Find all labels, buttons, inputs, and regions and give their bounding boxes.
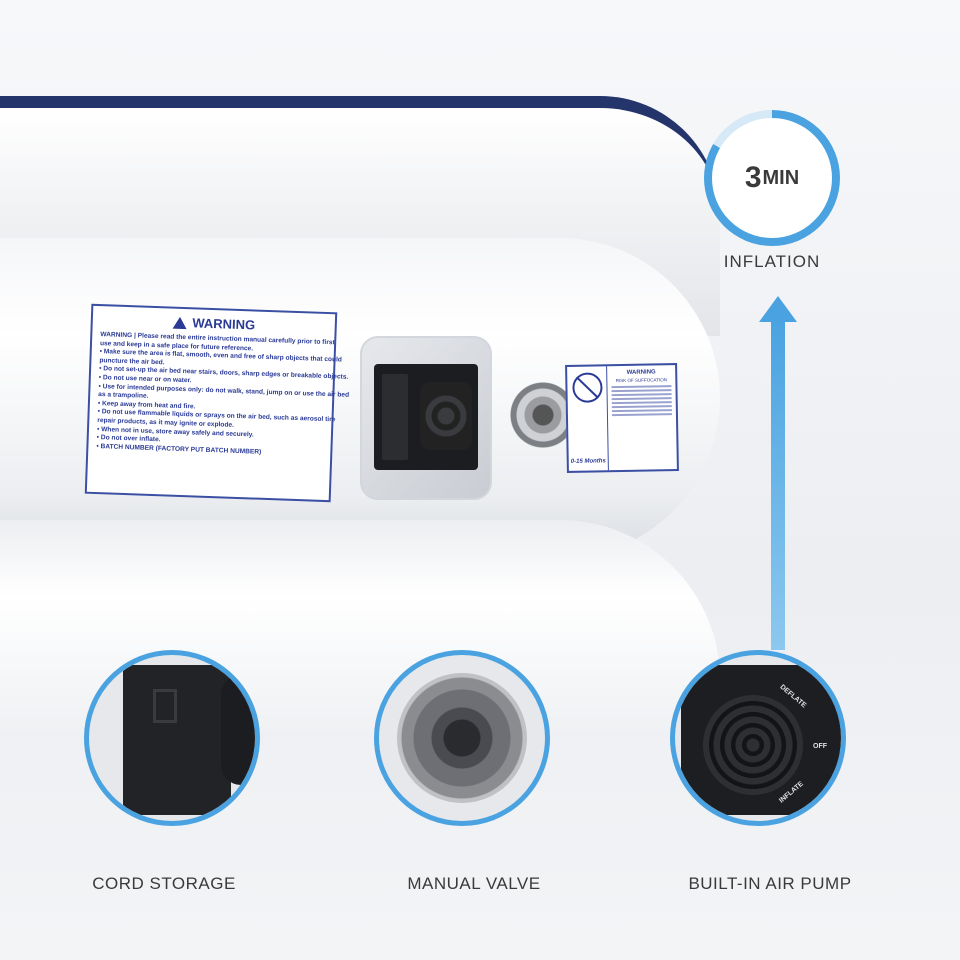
suffocation-age: 0-15 Months <box>570 458 606 465</box>
fine-print-line <box>611 401 672 405</box>
pump-edge <box>221 675 255 785</box>
warning-label: WARNING WARNING | Please read the entire… <box>84 303 349 503</box>
cord-storage-caption: CORD STORAGE <box>92 874 236 893</box>
arrow-shaft <box>771 320 785 650</box>
inflation-label: INFLATION <box>723 252 821 271</box>
suffocation-label-right: WARNING RISK OF SUFFOCATION <box>607 365 677 470</box>
cord-storage-detail <box>84 650 260 826</box>
warning-triangle-icon <box>172 316 187 329</box>
inflation-time-unit: MIN <box>762 166 800 189</box>
manual-valve-detail <box>374 650 550 826</box>
pump-fan-icon <box>420 382 472 450</box>
air-pump-panel: DEFLATE OFF INFLATE <box>681 665 841 815</box>
suffocation-title: WARNING <box>626 369 656 376</box>
inflation-time-ring: 3 MIN <box>704 110 840 246</box>
fine-print-line <box>611 393 672 397</box>
dial-off-label: OFF <box>813 743 827 750</box>
manual-valve-caption: MANUAL VALVE <box>407 874 541 893</box>
warning-title-text: WARNING <box>192 315 256 333</box>
cord-compartment-icon <box>382 374 408 460</box>
fine-print-line <box>611 389 672 393</box>
valve-icon <box>510 380 576 450</box>
fine-print-line <box>611 397 672 401</box>
suffocation-label-left: 0-15 Months <box>567 366 609 471</box>
no-infant-icon <box>571 372 603 403</box>
fine-print-line <box>611 413 672 417</box>
inflation-time-number: 3 <box>744 161 762 194</box>
air-pump-caption: BUILT-IN AIR PUMP <box>688 874 852 893</box>
pump-panel <box>374 364 478 470</box>
cord-latch-icon <box>153 689 177 723</box>
cord-storage-compartment <box>123 665 231 815</box>
arrow-up-icon <box>759 296 797 322</box>
suffocation-label: 0-15 Months WARNING RISK OF SUFFOCATION <box>565 363 679 473</box>
inflation-time-value: 3 MIN <box>712 118 832 238</box>
suffocation-subtitle: RISK OF SUFFOCATION <box>615 377 667 384</box>
manual-valve-icon <box>397 673 527 803</box>
air-pump-detail: DEFLATE OFF INFLATE <box>670 650 846 826</box>
fine-print-line <box>611 409 672 413</box>
air-pump-fan-icon <box>703 695 803 795</box>
fine-print-line <box>611 405 672 409</box>
fine-print-line <box>611 385 672 389</box>
pump-housing <box>360 336 492 500</box>
